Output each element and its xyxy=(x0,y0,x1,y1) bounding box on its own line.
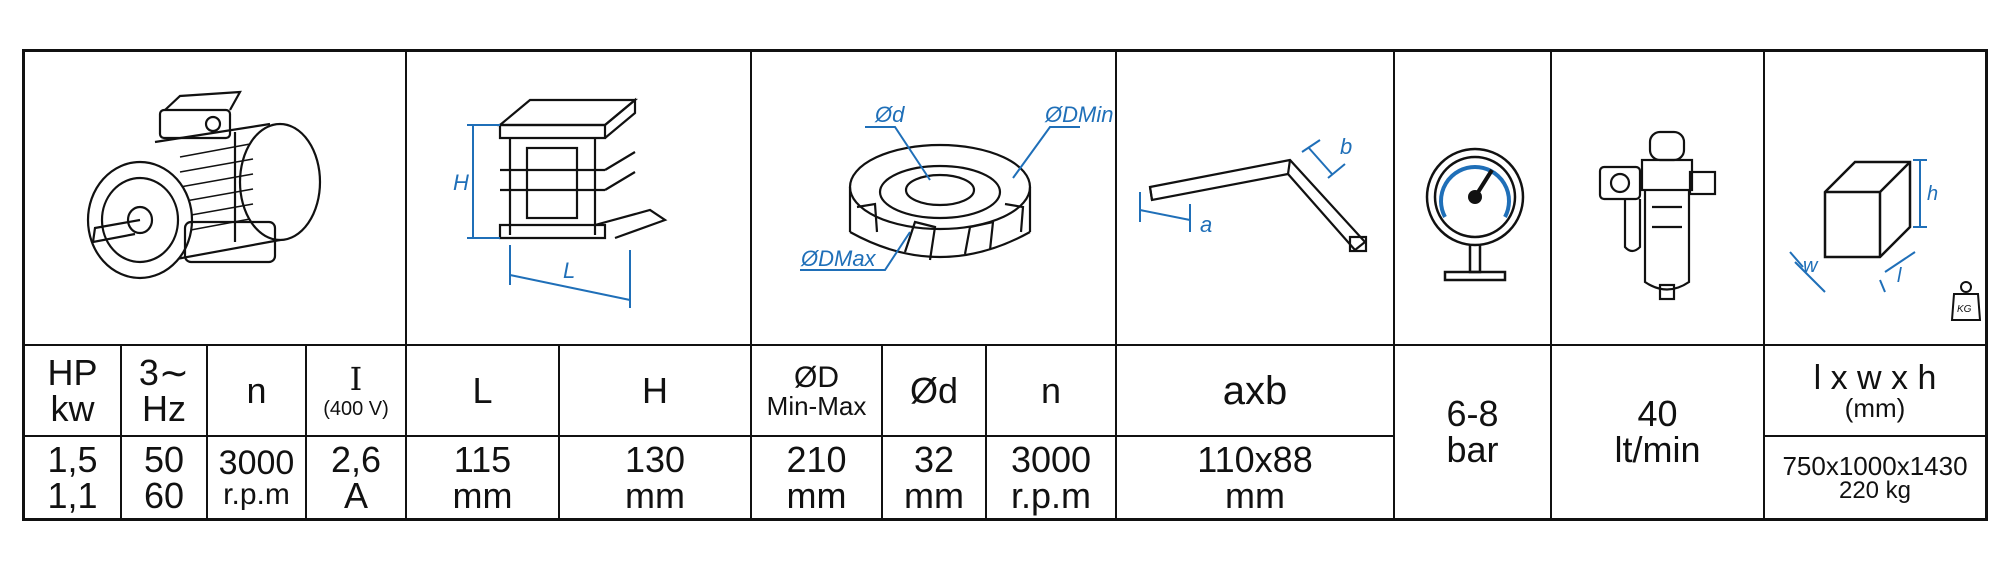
profile-h-label: H xyxy=(453,170,469,195)
height-header: H xyxy=(642,369,668,411)
col-divider-6 xyxy=(1763,52,1765,518)
weight-icon-label: KG xyxy=(1957,304,1972,315)
motor-sub-divider-3 xyxy=(305,344,307,518)
section-header: axb xyxy=(1222,368,1288,413)
air-filter-icon xyxy=(1598,130,1717,301)
spec-table: H L Ød ØDMin ØDMax xyxy=(22,49,1988,521)
motor-speed-header: n xyxy=(246,369,267,411)
row-divider-values-left xyxy=(25,435,1393,437)
col-divider-4 xyxy=(1393,52,1395,518)
cutter-dmax-label: ØDMax xyxy=(800,246,877,271)
col-divider-1 xyxy=(405,52,407,518)
pressure-gauge-icon xyxy=(1425,147,1525,282)
dimensions-box-icon: w l h xyxy=(1789,159,1938,293)
profile-l-label: L xyxy=(563,258,575,283)
section-b-label: b xyxy=(1340,134,1352,159)
row-divider-values-right xyxy=(1763,435,1985,437)
electric-motor-icon xyxy=(86,90,322,280)
motor-speed-values: 3000 r.p.m xyxy=(218,443,295,511)
col-divider-3 xyxy=(1115,52,1117,518)
cutter-dmin-label: ØDMin xyxy=(1044,102,1113,127)
section-a-label: a xyxy=(1200,212,1212,237)
dimensions-values: 750x1000x1430 220 kg xyxy=(1782,450,1968,504)
profile-diagram-icon: H L xyxy=(453,97,668,308)
cutter-diagram-icon: Ød ØDMin ØDMax xyxy=(800,102,1113,271)
current-header: I (400 V) xyxy=(323,359,389,420)
dimensions-header: l x w x h (mm) xyxy=(1813,358,1937,423)
dims-w-label: w xyxy=(1803,255,1819,277)
motor-sub-divider-2 xyxy=(206,344,208,518)
section-diagram-icon: a b xyxy=(1139,134,1368,253)
motor-sub-divider-1 xyxy=(120,344,122,518)
dims-l-label: l xyxy=(1897,265,1902,287)
profile-sub-divider xyxy=(558,344,560,518)
dims-h-label: h xyxy=(1927,183,1938,205)
col-divider-2 xyxy=(750,52,752,518)
length-header: L xyxy=(472,369,493,411)
cutter-bore-label: Ød xyxy=(874,102,905,127)
cutter-sub-divider-2 xyxy=(985,344,987,518)
col-divider-5 xyxy=(1550,52,1552,518)
cutter-diameter-header: ØD Min-Max xyxy=(766,360,867,421)
row-divider-images xyxy=(25,344,1985,346)
cutter-sub-divider-1 xyxy=(881,344,883,518)
phase-units-header: 3∼Hz xyxy=(138,351,190,429)
cutter-speed-header: n xyxy=(1040,369,1062,411)
cutter-bore-header: Ød xyxy=(909,369,959,411)
weight-icon: KG xyxy=(1950,281,1982,321)
